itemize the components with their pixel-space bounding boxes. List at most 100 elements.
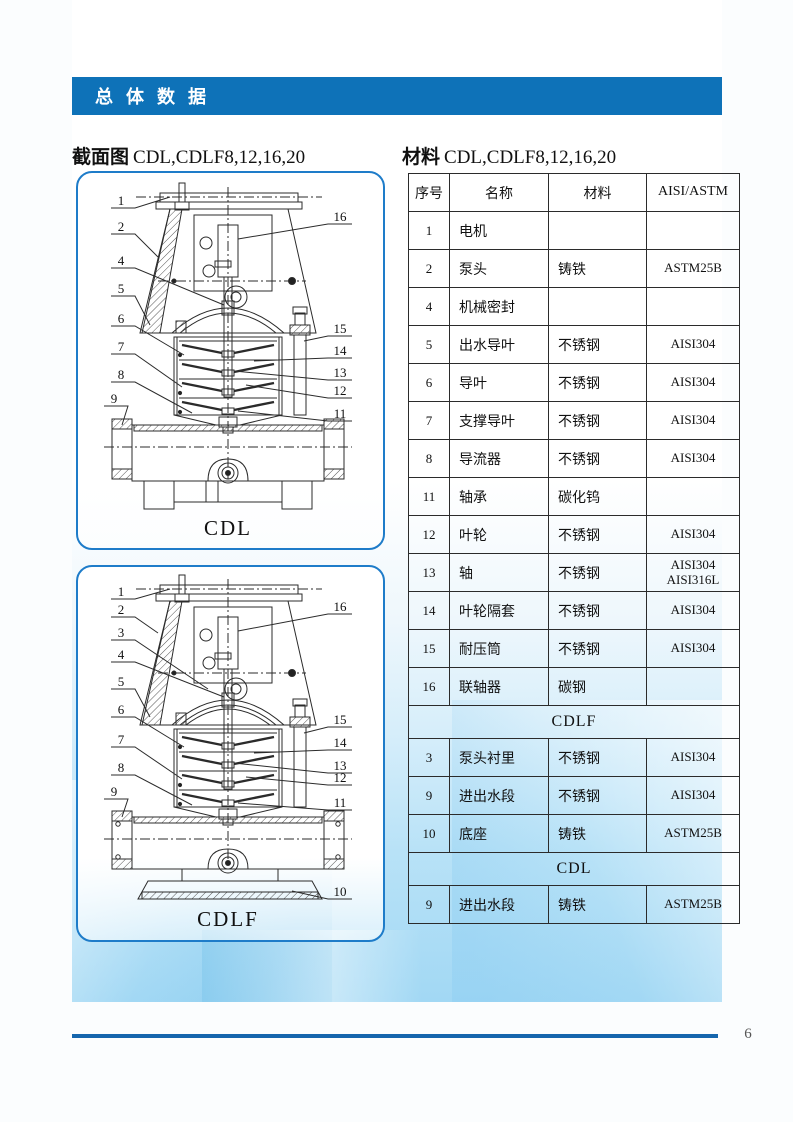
cell-standard: ASTM25B: [646, 814, 740, 853]
table-row: 4 机械密封: [408, 287, 740, 326]
cdl-callout-9: 9: [111, 391, 118, 406]
cell-material: 铸铁: [548, 249, 647, 288]
table-group-row-cdlf: CDLF: [408, 705, 740, 739]
group-label-cdlf: CDLF: [408, 705, 740, 739]
cell-name: 轴: [449, 553, 549, 592]
col-header-name: 名称: [449, 173, 549, 212]
cell-standard: ASTM25B: [646, 249, 740, 288]
cell-name: 电机: [449, 211, 549, 250]
cdl-callout-16: 16: [334, 209, 348, 224]
cell-material: 不锈钢: [548, 439, 647, 478]
cdl-callout-14: 14: [334, 343, 348, 358]
page-title: 总 体 数 据: [95, 87, 211, 107]
table-row: 6 导叶 不锈钢 AISI304: [408, 363, 740, 402]
cell-no: 11: [408, 477, 450, 516]
diagram-section-models: CDL,CDLF8,12,16,20: [133, 147, 306, 168]
cell-no: 2: [408, 249, 450, 288]
cell-material: [548, 287, 647, 326]
table-row: 3 泵头衬里 不锈钢 AISI304: [408, 738, 740, 777]
cell-standard: [646, 667, 740, 706]
cell-material: 不锈钢: [548, 738, 647, 777]
cell-no: 16: [408, 667, 450, 706]
cdl-callout-1: 1: [118, 193, 125, 208]
cell-material: 铸铁: [548, 885, 647, 924]
cdl-diagram-box: 1 2 4 5 6 7 8 9 16 15 14 13 12 11 CDL: [76, 171, 385, 550]
cdl-callout-15: 15: [334, 321, 347, 336]
cdl-callout-2: 2: [118, 219, 125, 234]
cell-material: 不锈钢: [548, 401, 647, 440]
materials-table: 序号 名称 材料 AISI/ASTM 1 电机 2 泵头 铸铁 ASTM25B …: [408, 173, 740, 924]
cdl-callout-11: 11: [334, 406, 347, 421]
cdlf-callout-16: 16: [334, 599, 348, 614]
cell-material: 不锈钢: [548, 591, 647, 630]
cell-no: 13: [408, 553, 450, 592]
col-header-material: 材料: [548, 173, 647, 212]
cell-standard: AISI304: [646, 629, 740, 668]
table-row: 12 叶轮 不锈钢 AISI304: [408, 515, 740, 554]
cell-name: 泵头: [449, 249, 549, 288]
table-row: 2 泵头 铸铁 ASTM25B: [408, 249, 740, 288]
page-number: 6: [744, 1026, 752, 1042]
cell-name: 联轴器: [449, 667, 549, 706]
material-section-models: CDL,CDLF8,12,16,20: [444, 147, 617, 168]
cell-standard: [646, 287, 740, 326]
cell-material: 不锈钢: [548, 515, 647, 554]
cell-standard: ASTM25B: [646, 885, 740, 924]
table-row: 9 进出水段 不锈钢 AISI304: [408, 776, 740, 815]
table-row: 8 导流器 不锈钢 AISI304: [408, 439, 740, 478]
cdl-callout-12: 12: [334, 383, 347, 398]
cdlf-callout-14: 14: [334, 735, 348, 750]
col-header-no: 序号: [408, 173, 450, 212]
cell-standard: AISI304 AISI316L: [646, 553, 740, 592]
cell-material: 不锈钢: [548, 776, 647, 815]
cell-no: 9: [408, 776, 450, 815]
cell-name: 导流器: [449, 439, 549, 478]
cdlf-callout-4: 4: [118, 647, 125, 662]
cell-name: 耐压筒: [449, 629, 549, 668]
cell-standard: AISI304: [646, 738, 740, 777]
cell-no: 15: [408, 629, 450, 668]
cdlf-callout-15: 15: [334, 712, 347, 727]
cdlf-callout-8: 8: [118, 760, 125, 775]
cell-no: 6: [408, 363, 450, 402]
material-section-label: 材料: [402, 147, 441, 168]
cell-name: 支撑导叶: [449, 401, 549, 440]
cell-no: 8: [408, 439, 450, 478]
cell-material: 不锈钢: [548, 363, 647, 402]
cell-name: 叶轮: [449, 515, 549, 554]
col-header-standard: AISI/ASTM: [646, 173, 740, 212]
cdl-callout-8: 8: [118, 367, 125, 382]
cell-material: 碳钢: [548, 667, 647, 706]
cell-standard: AISI304: [646, 325, 740, 364]
table-row: 16 联轴器 碳钢: [408, 667, 740, 706]
cell-no: 1: [408, 211, 450, 250]
table-row: 11 轴承 碳化钨: [408, 477, 740, 516]
footer-rule: [72, 1034, 718, 1038]
cdlf-callout-12: 12: [334, 770, 347, 785]
cell-no: 3: [408, 738, 450, 777]
cdlf-callout-11: 11: [334, 795, 347, 810]
table-row: 1 电机: [408, 211, 740, 250]
cell-material: 碳化钨: [548, 477, 647, 516]
cdlf-callout-3: 3: [118, 625, 125, 640]
diagram-section-label: 截面图: [72, 147, 130, 168]
cell-no: 10: [408, 814, 450, 853]
cell-name: 底座: [449, 814, 549, 853]
table-row: 14 叶轮隔套 不锈钢 AISI304: [408, 591, 740, 630]
cell-name: 出水导叶: [449, 325, 549, 364]
cdlf-diagram-box: 1 2 3 4 5 6 7 8 9 16 15 14 13 12 11 10 C…: [76, 565, 385, 942]
cdlf-callout-9: 9: [111, 784, 118, 799]
cdlf-callout-1: 1: [118, 584, 125, 599]
table-group-row-cdl: CDL: [408, 852, 740, 886]
cdlf-callout-7: 7: [118, 732, 125, 747]
cdlf-callout-10: 10: [334, 884, 347, 899]
cell-no: 14: [408, 591, 450, 630]
cell-material: 不锈钢: [548, 325, 647, 364]
cell-name: 机械密封: [449, 287, 549, 326]
cell-standard: AISI304: [646, 776, 740, 815]
section-header-bar: 总 体 数 据: [72, 77, 722, 115]
cell-no: 4: [408, 287, 450, 326]
table-row: 9 进出水段 铸铁 ASTM25B: [408, 885, 740, 924]
